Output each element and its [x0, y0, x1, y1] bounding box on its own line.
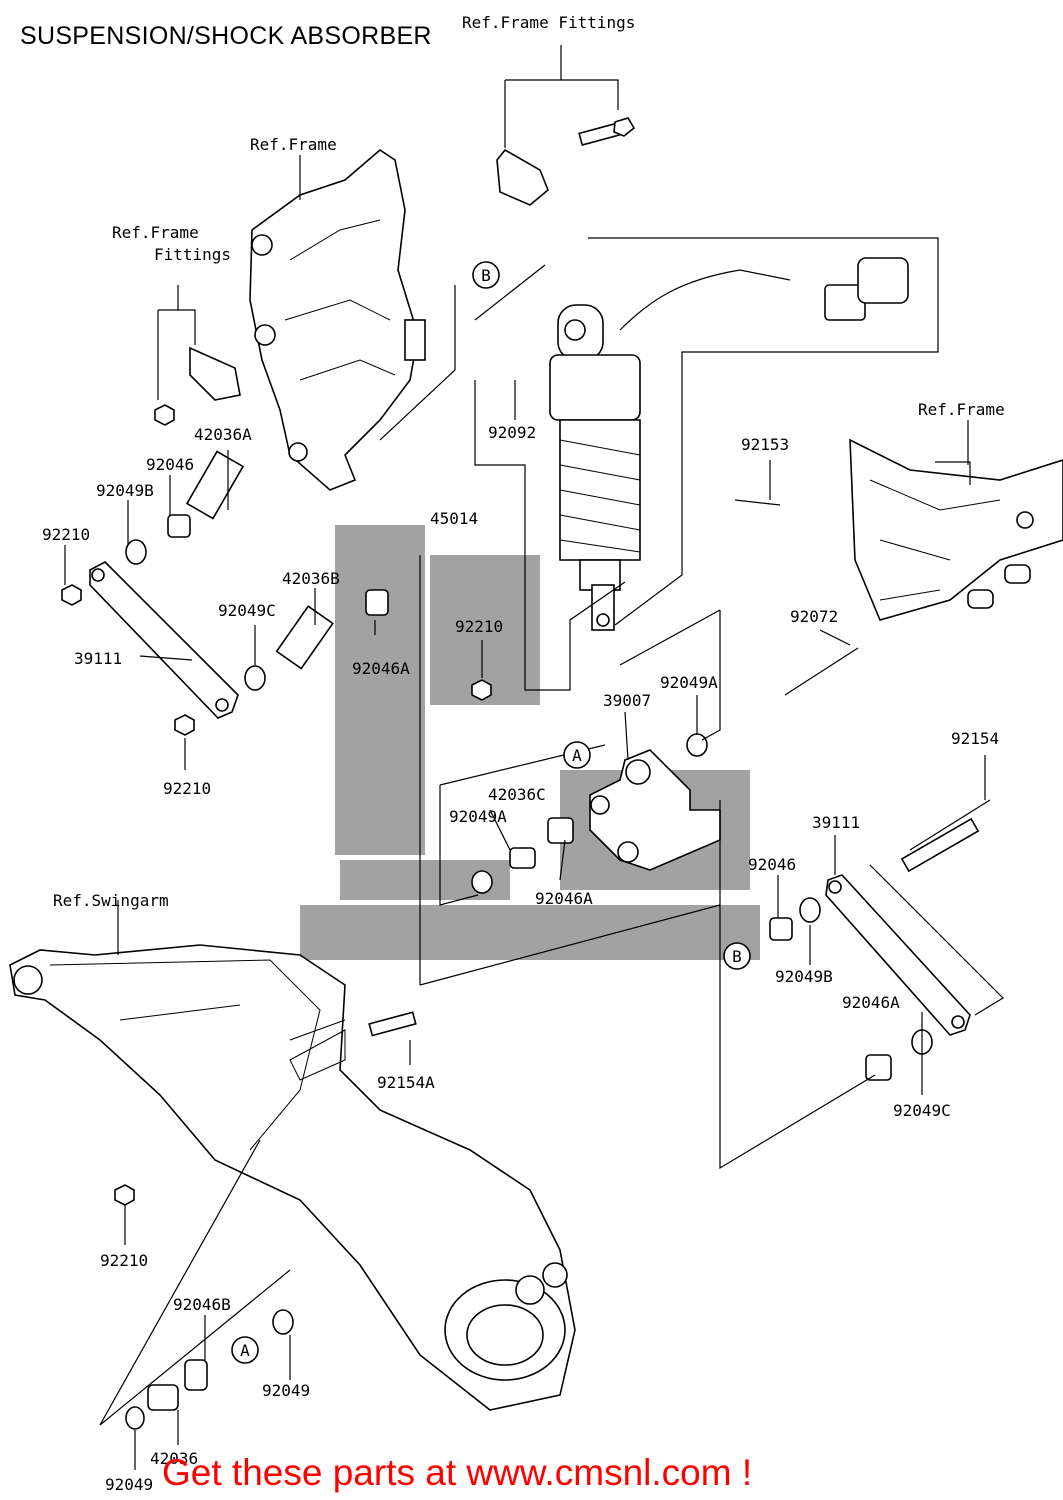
part-label-92046A-bottom: 92046A [535, 889, 593, 908]
label-ref-frame-right: Ref.Frame [918, 400, 1005, 419]
part-label-92092: 92092 [488, 423, 536, 442]
part-label-92049A-right: 92049A [660, 673, 718, 692]
part-label-92049A-left: 92049A [449, 807, 507, 826]
footer-link-text[interactable]: Get these parts at www.cmsnl.com ! [162, 1452, 753, 1493]
part-label-92210-left: 92210 [163, 779, 211, 798]
ref-frame-right-drawing [849, 438, 1063, 621]
part-label-92046B: 92046B [173, 1295, 231, 1314]
ref-swingarm-drawing [9, 555, 721, 1430]
part-label-39007: 39007 [603, 691, 651, 710]
part-label-39111-right: 39111 [812, 813, 860, 832]
part-label-92210-bottom-left: 92210 [100, 1251, 148, 1270]
svg-text:B: B [732, 947, 742, 966]
svg-text:B: B [481, 266, 491, 285]
circle-ref-b-bottom: B [723, 942, 751, 970]
shock-absorber-drawing [549, 237, 939, 631]
page-title: SUSPENSION/SHOCK ABSORBER [20, 22, 432, 50]
part-label-92046-right: 92046 [748, 855, 796, 874]
ref-frame-bracket-drawing [249, 148, 426, 491]
part-label-92154A: 92154A [377, 1073, 435, 1092]
svg-text:A: A [240, 1341, 250, 1360]
label-ref-frame-fittings-left-1: Ref.Frame [112, 223, 199, 242]
part-label-92153: 92153 [741, 435, 789, 454]
part-label-39111-left: 39111 [74, 649, 122, 668]
circle-ref-a-mid: A [563, 741, 591, 769]
part-label-42036: 42036 [150, 1449, 198, 1468]
part-label-92049C-left: 92049C [218, 601, 276, 620]
part-label-92049C-right: 92049C [893, 1101, 951, 1120]
label-ref-swingarm: Ref.Swingarm [53, 891, 169, 910]
leader-lines [64, 155, 991, 1470]
part-label-92046A-center: 92046A [352, 659, 410, 678]
link-rod-left-drawing [61, 450, 389, 736]
part-label-92046A-right: 92046A [842, 993, 900, 1012]
part-label-92154: 92154 [951, 729, 999, 748]
circle-ref-b-top: B [472, 261, 500, 289]
part-label-92046-left: 92046 [146, 455, 194, 474]
part-label-92210-top-left: 92210 [42, 525, 90, 544]
part-label-92049B-left: 92049B [96, 481, 154, 500]
link-rod-right-drawing [719, 800, 1004, 1170]
frame-fittings-top-drawing [496, 45, 636, 206]
part-label-92072: 92072 [790, 607, 838, 626]
part-label-92049-bottom-left: 92049 [105, 1475, 153, 1494]
rocker-arm-drawing [439, 609, 721, 906]
part-label-42036A: 42036A [194, 425, 252, 444]
part-label-42036B: 42036B [282, 569, 340, 588]
label-ref-frame-fittings-left-2: Fittings [154, 245, 231, 264]
part-label-45014: 45014 [430, 509, 478, 528]
frame-fittings-left-drawing [154, 285, 241, 426]
label-ref-frame-fittings-top: Ref.Frame Fittings [462, 13, 635, 32]
svg-text:A: A [572, 746, 582, 765]
part-label-92210-center: 92210 [455, 617, 503, 636]
label-ref-frame-left: Ref.Frame [250, 135, 337, 154]
part-label-92049-bottom: 92049 [262, 1381, 310, 1400]
circle-ref-a-bottom: A [231, 1336, 259, 1364]
part-label-42036C: 42036C [488, 785, 546, 804]
part-label-92049B-right: 92049B [775, 967, 833, 986]
